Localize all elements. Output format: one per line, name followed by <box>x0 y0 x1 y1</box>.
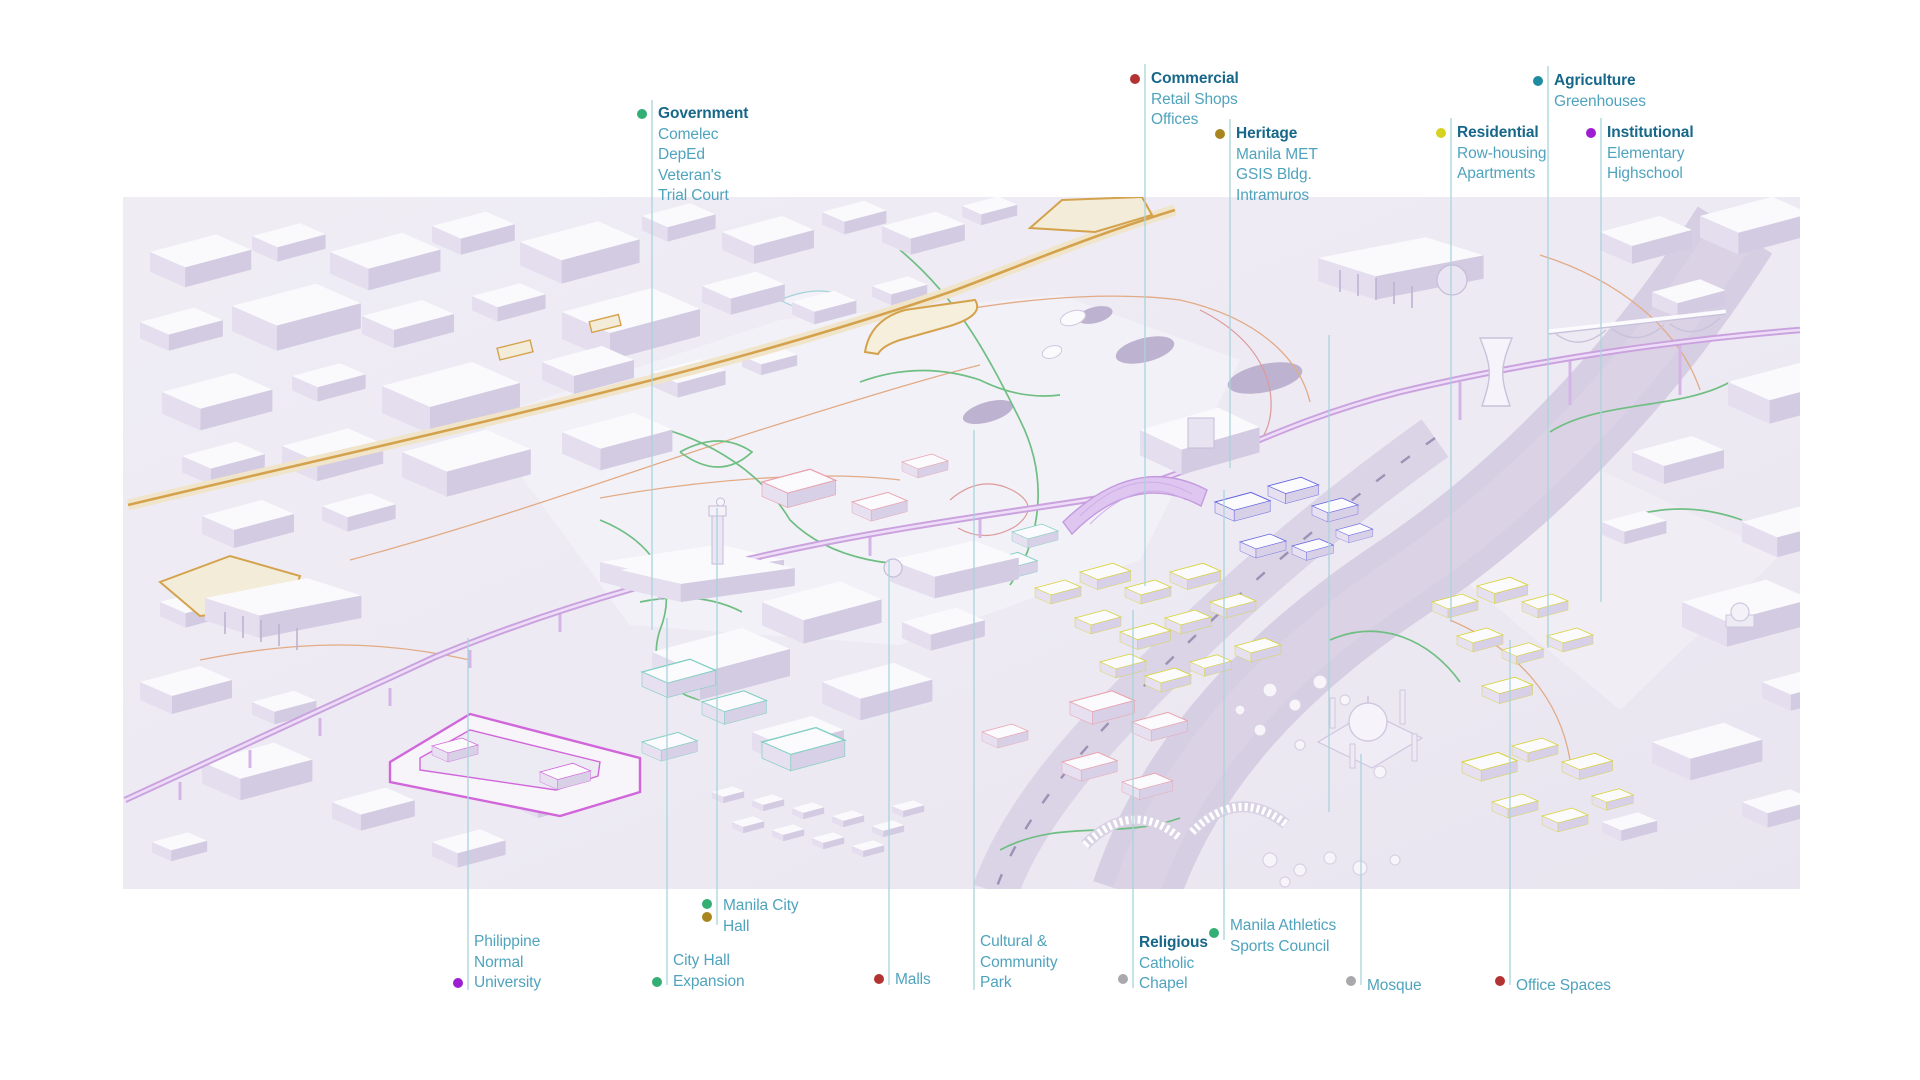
annotation-title: Government <box>658 105 749 122</box>
zone-dot-heritage <box>1215 129 1225 139</box>
annotation-philippine-normal-university: Philippine Normal University <box>453 932 542 994</box>
annotation-title: Agriculture <box>1554 72 1636 89</box>
annotation-line: Manila MET <box>1236 145 1318 163</box>
annotation-line: Row-housing <box>1457 144 1547 162</box>
zone-dot-religious <box>1118 974 1128 984</box>
zone-dot-commercial <box>1130 74 1140 84</box>
annotation-line: DepEd <box>658 146 705 163</box>
annotation-line: Sports Council <box>1230 937 1330 955</box>
annotation-line: Malls <box>895 971 931 988</box>
annotation-line: Philippine <box>474 933 541 950</box>
arch-bridge <box>1547 309 1727 343</box>
annotation-line: Retail Shops <box>1151 90 1238 108</box>
annotation-office-spaces: Office Spaces <box>1495 976 1611 997</box>
greenhouse-truss-arches <box>1081 801 1290 849</box>
annotation-malls: Malls <box>874 970 931 991</box>
annotation-title: Commercial <box>1151 70 1239 87</box>
annotation-line: City Hall <box>673 952 730 969</box>
zone-dot-city-hall-gov <box>702 899 712 909</box>
annotation-line: Mosque <box>1367 977 1422 994</box>
train-station-arch-roof <box>1062 475 1208 536</box>
annotation-cultural-community-park: Cultural & Community Park <box>974 932 1058 994</box>
spiral-ramp <box>883 558 903 578</box>
river-highlight <box>1113 217 1755 889</box>
annotation-city-hall-expansion: City Hall Expansion <box>652 951 745 992</box>
museum-rotunda <box>1436 264 1468 296</box>
annotation-manila-city-hall: Manila City Hall <box>702 896 799 937</box>
annotation-line: University <box>474 974 542 991</box>
annotation-residential: Residential Row-housing Apartments <box>1436 123 1547 185</box>
met-theater-complex <box>883 407 1260 599</box>
annotation-title: Religious <box>1139 934 1208 951</box>
minarets <box>1329 689 1418 769</box>
courthouse-building <box>205 578 362 650</box>
zone-dot-city-hall-heritage <box>702 912 712 922</box>
zone-dot-government <box>637 109 647 119</box>
annotation-line: Highschool <box>1607 165 1683 182</box>
annotation-line: GSIS Bldg. <box>1236 166 1312 183</box>
annotation-line: Veteran's <box>658 166 722 184</box>
annotation-line: Greenhouses <box>1554 92 1646 110</box>
annotation-manila-athletics: Manila Athletics Sports Council <box>1209 916 1337 957</box>
zone-dot-pnu <box>453 978 463 988</box>
mosque <box>1316 689 1424 769</box>
annotation-line: Comelec <box>658 125 719 143</box>
leader-lines <box>467 64 1602 990</box>
annotation-line: Offices <box>1151 111 1199 128</box>
annotation-heritage: Heritage Manila MET GSIS Bldg. Intramuro… <box>1215 124 1318 206</box>
annotation-commercial: Commercial Retail Shops Offices <box>1130 69 1239 131</box>
annotation-line: Park <box>980 974 1012 991</box>
zone-dot-mosque <box>1346 976 1356 986</box>
annotation-title: Heritage <box>1236 125 1298 142</box>
annotation-line: Apartments <box>1457 165 1536 182</box>
annotation-line: Community <box>980 953 1058 971</box>
annotation-title: Residential <box>1457 124 1539 141</box>
zone-dot-agriculture <box>1533 76 1543 86</box>
annotation-line: Office Spaces <box>1516 977 1611 994</box>
zone-dot-athletics <box>1209 928 1219 938</box>
annotation-line: Trial Court <box>658 187 729 204</box>
observatory-dome <box>1725 602 1755 628</box>
mosque-dome <box>1348 702 1388 742</box>
annotation-title: Institutional <box>1607 124 1694 141</box>
annotation-line: Normal <box>474 953 524 971</box>
tree-clusters <box>1234 674 1401 888</box>
hyperboloid-tower <box>1478 337 1514 407</box>
annotation-religious: Religious Catholic Chapel <box>1118 933 1208 995</box>
zone-dot-institutional <box>1586 128 1596 138</box>
annotation-institutional: Institutional Elementary Highschool <box>1586 123 1694 185</box>
city-hall-clock-tower-top <box>716 497 725 507</box>
museum-colonnade-building <box>1318 237 1484 308</box>
capsule-pavilions <box>1041 309 1087 359</box>
annotation-line: Expansion <box>673 972 745 990</box>
annotation-line: Manila Athletics <box>1230 917 1337 934</box>
annotation-line: Chapel <box>1139 975 1188 992</box>
zone-dot-malls <box>874 974 884 984</box>
annotation-line: Hall <box>723 917 750 935</box>
sunken-ponds <box>962 306 1303 424</box>
annotation-line: Intramuros <box>1236 186 1310 204</box>
annotation-mosque: Mosque <box>1346 976 1422 997</box>
university-magenta-complex <box>388 712 642 818</box>
annotation-line: Cultural & <box>980 933 1048 950</box>
zone-dot-office-spaces <box>1495 976 1505 986</box>
annotation-government: Government Comelec DepEd Veteran's Trial… <box>637 104 749 207</box>
zone-dot-expansion <box>652 977 662 987</box>
annotation-line: Manila City <box>723 897 799 914</box>
annotation-agriculture: Agriculture Greenhouses <box>1533 71 1646 112</box>
annotation-line: Catholic <box>1139 954 1195 972</box>
orange-footpaths <box>199 254 1701 761</box>
annotation-line: Elementary <box>1607 144 1685 162</box>
zone-dot-residential <box>1436 128 1446 138</box>
